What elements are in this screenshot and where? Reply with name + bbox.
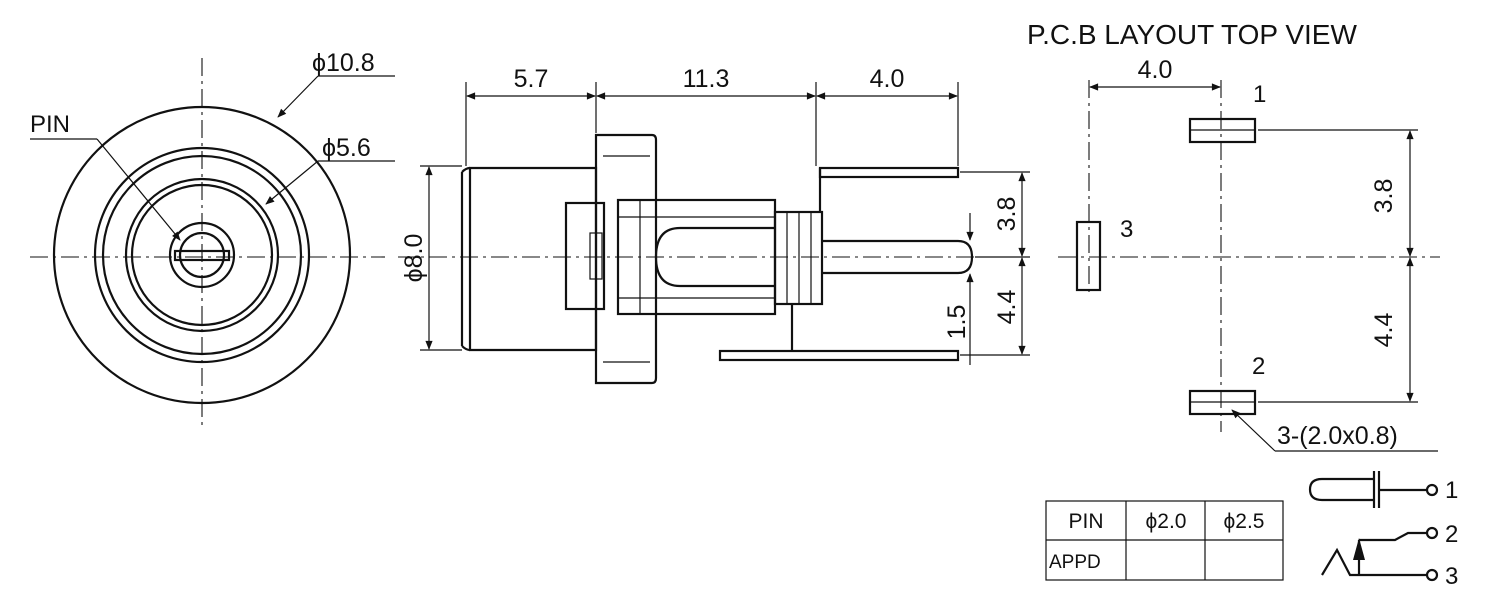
body-shell bbox=[468, 166, 598, 352]
terminal-1-label: 1 bbox=[1445, 477, 1458, 504]
center-sleeve bbox=[654, 226, 775, 288]
pin-slot bbox=[173, 249, 231, 262]
terminal-2-label: 2 bbox=[1445, 521, 1458, 548]
outer-diameter-label: ϕ10.8 bbox=[312, 49, 375, 77]
pad-note: 3-(2.0x0.8) bbox=[1277, 422, 1398, 450]
shell-ring-inner bbox=[101, 154, 303, 356]
pin-label: PIN bbox=[30, 111, 70, 138]
socket-ring-inner bbox=[130, 183, 274, 327]
pad-3-label: 3 bbox=[1120, 216, 1133, 243]
pin-circle bbox=[178, 231, 226, 279]
table-header-20: ϕ2.0 bbox=[1146, 510, 1187, 533]
body-diameter-label: ϕ8.0 bbox=[400, 234, 428, 283]
terminal-2-node bbox=[1425, 526, 1439, 540]
pcb-dim-v-upper-label: 3.8 bbox=[1370, 179, 1398, 214]
dim-right-upper-label: 3.8 bbox=[993, 197, 1021, 232]
flange bbox=[594, 133, 658, 385]
center-pin bbox=[822, 239, 974, 275]
terminal-top bbox=[818, 166, 960, 179]
schematic: 1 2 3 bbox=[1308, 471, 1458, 590]
dim-top-3: 4.0 bbox=[870, 65, 905, 93]
outer-ring bbox=[52, 105, 352, 405]
socket-ring bbox=[124, 177, 280, 333]
insulator-block bbox=[564, 201, 606, 311]
insulator-slot bbox=[589, 232, 603, 280]
pad-1-label: 1 bbox=[1253, 81, 1266, 108]
pad-3 bbox=[1075, 220, 1102, 292]
dim-top-2: 11.3 bbox=[683, 65, 730, 93]
pin-leader-diag bbox=[96, 138, 181, 241]
front-view: PIN ϕ10.8 ϕ5.6 bbox=[30, 49, 395, 428]
pin-table: PIN ϕ2.0 ϕ2.5 APPD bbox=[1045, 500, 1284, 581]
pad-2-label: 2 bbox=[1252, 353, 1265, 380]
pcb-title: P.C.B LAYOUT TOP VIEW bbox=[1027, 19, 1357, 50]
table-header-25: ϕ2.5 bbox=[1224, 510, 1265, 533]
terminal-3-label: 3 bbox=[1445, 563, 1458, 590]
dim-top-1: 5.7 bbox=[514, 65, 549, 93]
table-row-label: APPD bbox=[1049, 552, 1101, 573]
inner-diameter-label: ϕ5.6 bbox=[322, 134, 371, 162]
body-cap-bottom bbox=[461, 345, 471, 352]
terminal-1-node bbox=[1425, 483, 1439, 497]
pcb-dim-h-label: 4.0 bbox=[1138, 56, 1173, 84]
terminal-3-node bbox=[1425, 568, 1439, 582]
schematic-switch-3 bbox=[1321, 547, 1427, 577]
pin-outer-circle bbox=[168, 221, 236, 289]
pad-note-leader bbox=[1231, 409, 1276, 452]
dim-right-lower-label: 4.4 bbox=[993, 290, 1021, 325]
shell-ring bbox=[93, 146, 311, 364]
outer-diameter-leader-diag bbox=[277, 75, 319, 118]
pcb-dim-v-lower-label: 4.4 bbox=[1370, 313, 1398, 348]
body-cap-top bbox=[461, 166, 471, 173]
terminal-bottom bbox=[718, 349, 960, 362]
side-view: 5.7 11.3 4.0 ϕ8.0 3.8 4.4 1.5 bbox=[398, 65, 1030, 385]
schematic-contact-tip bbox=[1353, 538, 1365, 560]
dim-right-small-label: 1.5 bbox=[943, 305, 971, 340]
pcb-layout: P.C.B LAYOUT TOP VIEW 1 2 3 4.0 3.8 4.4 … bbox=[1027, 19, 1440, 452]
table-header-pin: PIN bbox=[1068, 510, 1103, 533]
schematic-lead-2 bbox=[1359, 531, 1427, 542]
schematic-pin-body bbox=[1308, 477, 1374, 502]
inner-diameter-leader-diag bbox=[265, 160, 319, 205]
